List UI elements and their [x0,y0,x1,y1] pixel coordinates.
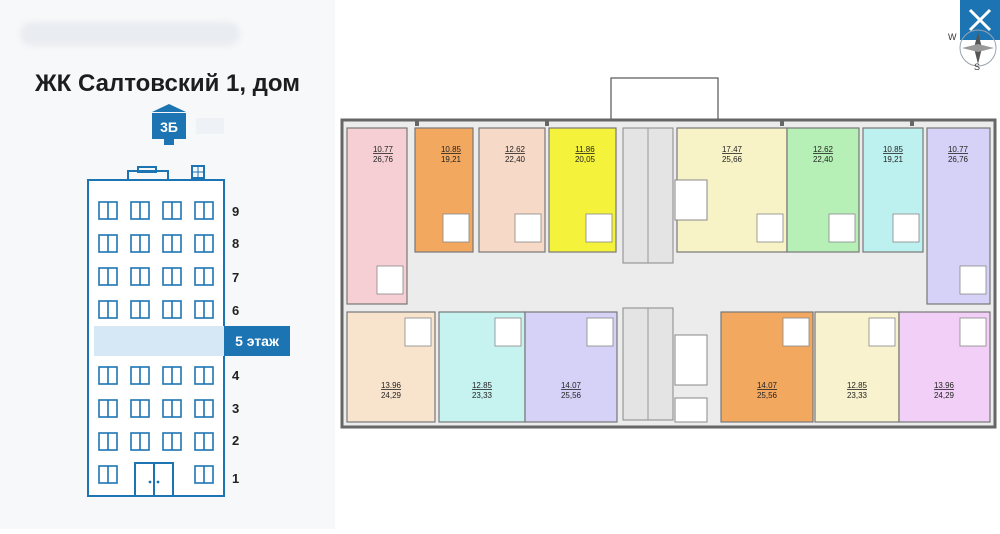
floor-8-label[interactable]: 8 [232,236,240,251]
apartment-total-area: 26,76 [373,155,394,164]
apartment-living-area: 14.07 [757,381,778,390]
floor-6-label[interactable]: 6 [232,303,240,318]
apartment-living-area: 12.62 [813,145,834,154]
complex-title: ЖК Салтовский 1, дом [34,70,301,97]
apartment-total-area: 22,40 [505,155,526,164]
compass-south: S [974,62,980,72]
current-floor-highlight [94,326,224,356]
apartment-total-area: 25,66 [722,155,743,164]
floor-9-label[interactable]: 9 [232,204,240,219]
apartment-total-area: 26,76 [948,155,969,164]
apartment-total-area: 23,33 [472,391,493,400]
section-badge[interactable]: 3Б [146,102,192,148]
apartment-living-area: 13.96 [381,381,402,390]
floor-3-label[interactable]: 3 [232,401,240,416]
apartment-living-area: 14.07 [561,381,582,390]
apartment-living-area: 11.86 [575,145,595,154]
close-button[interactable] [960,0,1000,40]
compass-icon: W S [948,29,997,72]
apartment-living-area: 13.96 [934,381,955,390]
apartment-living-area: 10.77 [948,145,969,154]
apartment-total-area: 19,21 [883,155,904,164]
building-panel: ЖК Салтовский 1, дом 3Б 5 этаж 9 8 7 6 4… [0,0,335,529]
section-badge-label: 3Б [160,119,178,135]
floor-plan-drawing: 10.7726,7610.8519,2112.6222,4011.8620,05… [340,77,997,429]
floor-1-label[interactable]: 1 [232,471,240,486]
blurred-breadcrumb [20,22,240,46]
close-icon [968,8,992,32]
floor-7-label[interactable]: 7 [232,270,240,285]
floor-4-label[interactable]: 4 [232,368,240,383]
apartment-living-area: 10.77 [373,145,394,154]
floor-2-label[interactable]: 2 [232,433,240,448]
apartment-total-area: 24,29 [934,391,955,400]
apartment-living-area: 10.85 [883,145,904,154]
apartment-living-area: 12.85 [847,381,868,390]
apartment-living-area: 17.47 [722,145,743,154]
apartment-total-area: 25,56 [757,391,778,400]
apartment-total-area: 20,05 [575,155,596,164]
apartment-total-area: 24,29 [381,391,402,400]
apartment-total-area: 23,33 [847,391,868,400]
apartment-living-area: 10.85 [441,145,462,154]
apartment-living-area: 12.62 [505,145,526,154]
apartment-total-area: 19,21 [441,155,462,164]
compass-west: W [948,32,957,42]
badge-shadow [196,118,224,134]
current-floor-button[interactable]: 5 этаж [224,326,290,356]
apartment-total-area: 25,56 [561,391,582,400]
apartment-living-area: 12.85 [472,381,493,390]
apartment-total-area: 22,40 [813,155,834,164]
